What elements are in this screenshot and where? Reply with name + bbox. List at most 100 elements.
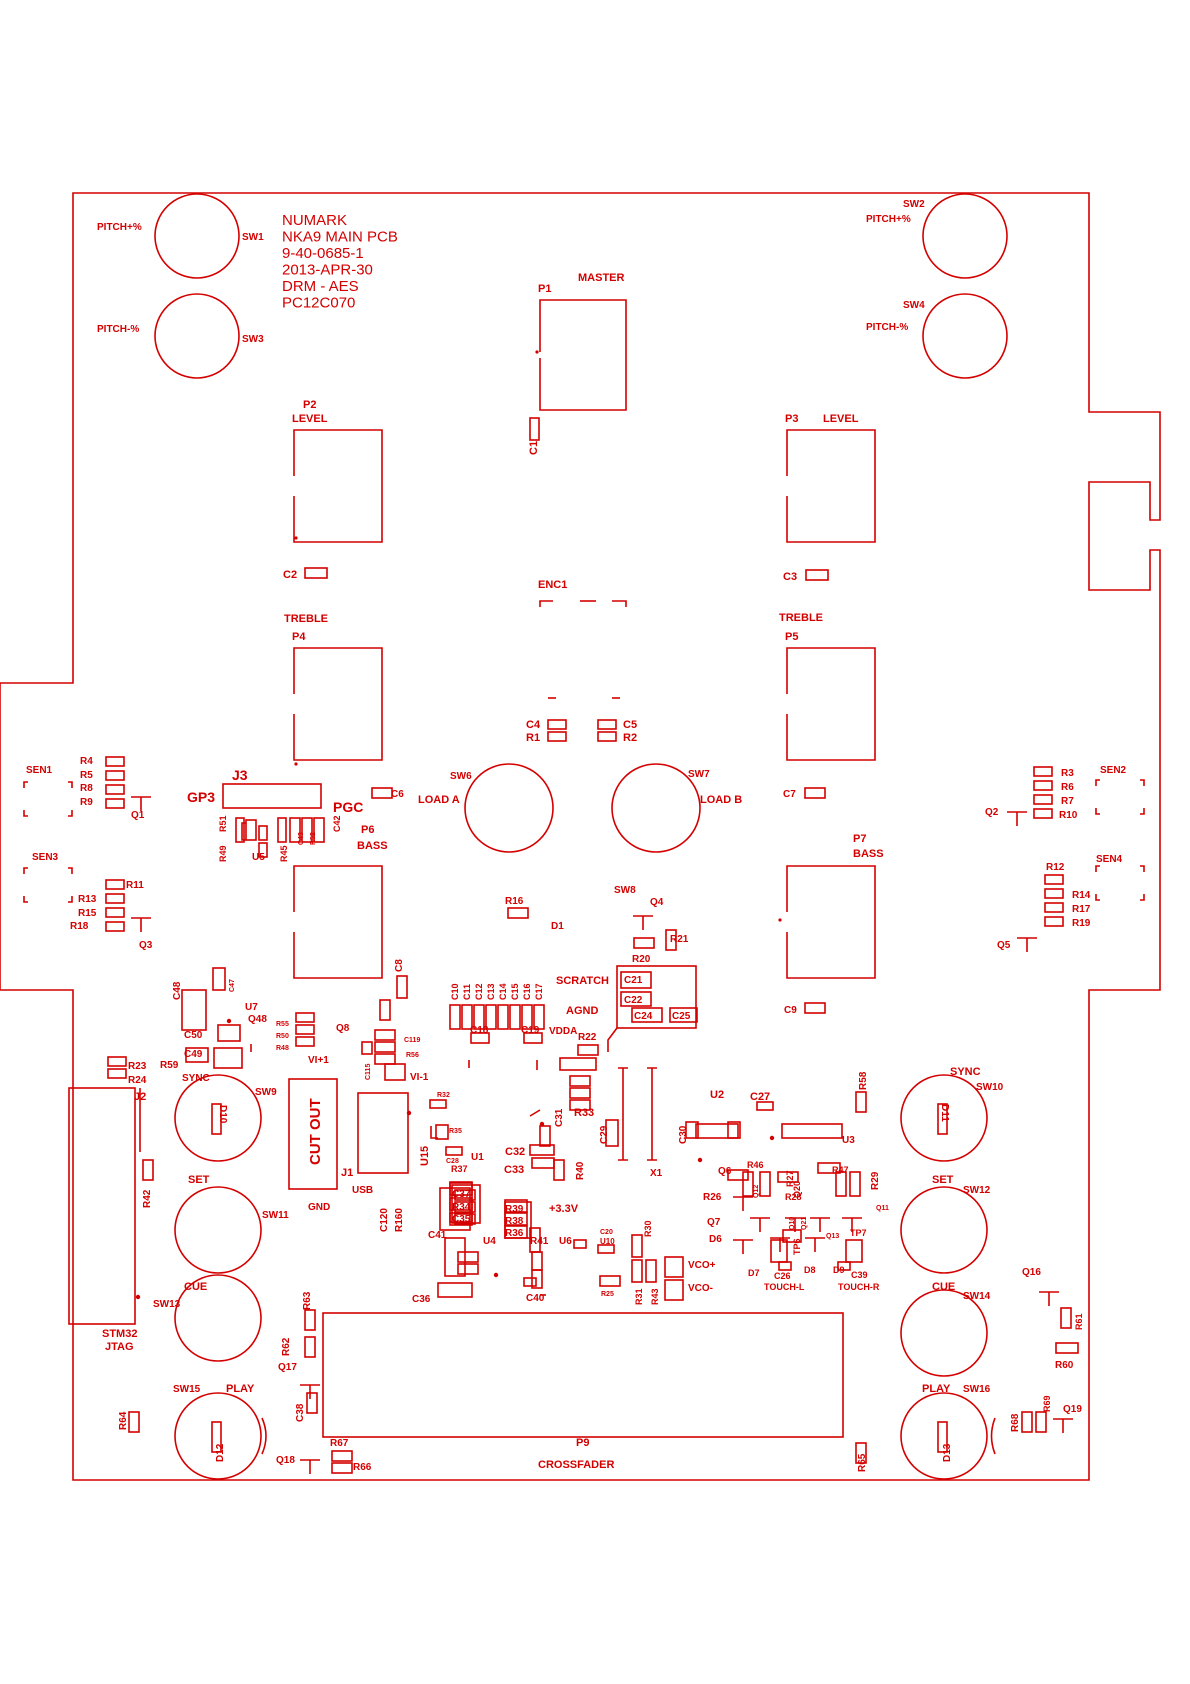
label-q5: Q5: [997, 940, 1011, 951]
label-r42: R42: [142, 1189, 153, 1208]
component-pad: [631, 1259, 643, 1283]
label-r47: R47: [832, 1165, 849, 1175]
component-pad: [849, 1171, 861, 1197]
c41-pad: [444, 1237, 466, 1277]
label-j3: J3: [232, 767, 248, 783]
component-pad: [855, 1091, 867, 1113]
label-r8: R8: [80, 783, 93, 794]
label-r35: R35: [449, 1128, 462, 1135]
component-pad: [105, 756, 125, 767]
title-line: NKA9 MAIN PCB: [282, 229, 398, 246]
component-pad: [531, 1269, 543, 1289]
component-pad: [449, 1212, 473, 1226]
c25-pad: [669, 1007, 698, 1023]
label-q18: Q18: [276, 1455, 295, 1466]
c21-pad: [620, 971, 652, 989]
label-c24: C24: [634, 1011, 653, 1022]
label-r6: R6: [1061, 782, 1074, 793]
label-sw7: SW7: [688, 769, 710, 780]
component-pad: [213, 1047, 243, 1069]
pot-outline: [293, 647, 383, 761]
component-pad: [1044, 916, 1064, 927]
component-pad: [105, 921, 125, 932]
label-tp6: TP6: [792, 1238, 802, 1255]
label-r10: R10: [1059, 810, 1078, 821]
label-c5: C5: [623, 719, 637, 731]
transistor-tee: [805, 1237, 825, 1252]
sw11-circle: [174, 1186, 262, 1274]
label-r64: R64: [118, 1411, 129, 1430]
label-u7: U7: [245, 1002, 258, 1013]
label-load-a: LOAD A: [418, 794, 460, 806]
component-pad: [105, 893, 125, 904]
jtag-header: [68, 1087, 136, 1325]
label-c50: C50: [184, 1030, 203, 1041]
component-pad: [1044, 874, 1064, 885]
label-c19: C19: [521, 1025, 540, 1036]
u2-chip: [695, 1123, 739, 1139]
label-u10: U10: [600, 1237, 615, 1246]
component-pad: [605, 1119, 619, 1147]
sensor-bracket: [23, 781, 28, 788]
label-r37: R37: [451, 1164, 468, 1174]
component-pad: [569, 1099, 591, 1111]
component-pad: [1033, 808, 1053, 819]
component-pad: [181, 989, 207, 1031]
misc-mark: [468, 1060, 541, 1117]
component-pad: [295, 1036, 315, 1047]
label-touch-l: TOUCH-L: [764, 1282, 805, 1292]
component-pad: [1033, 780, 1053, 791]
transistor-tee: [842, 1217, 862, 1232]
label-level: LEVEL: [292, 413, 328, 425]
component-pad: [547, 719, 567, 730]
sw14-circle: [900, 1289, 988, 1377]
label-u2: U2: [710, 1089, 724, 1101]
label-sen2: SEN2: [1100, 765, 1127, 776]
component-pad: [509, 1004, 521, 1030]
label-sw9: SW9: [255, 1087, 277, 1098]
component-pad: [142, 1159, 154, 1181]
label-c38: C38: [295, 1403, 306, 1422]
transistor-tee: [131, 796, 151, 811]
component-pad: [777, 1171, 799, 1183]
label-pitch-plus: PITCH+%: [866, 214, 911, 225]
label-r50: R50: [276, 1033, 289, 1040]
sensor-bracket: [68, 781, 73, 788]
label-sen1: SEN1: [26, 765, 53, 776]
label-q3: Q3: [139, 940, 153, 951]
label-c11: C11: [462, 984, 472, 1000]
label-c12: C12: [474, 983, 484, 1000]
label-vdda: VDDA: [549, 1026, 577, 1037]
label-sync: SYNC: [950, 1066, 981, 1078]
component-pad: [599, 1275, 621, 1287]
label-c41: C41: [428, 1230, 447, 1241]
label-r59: R59: [160, 1060, 179, 1071]
u5-pad: [245, 819, 257, 841]
component-pad: [645, 1259, 657, 1283]
label-c4: C4: [526, 719, 541, 731]
label-jtag: JTAG: [105, 1341, 134, 1353]
label-r19: R19: [1072, 918, 1091, 929]
component-pad: [507, 907, 529, 919]
label-q17: Q17: [278, 1362, 297, 1373]
label-q6: Q6: [718, 1166, 732, 1177]
sw15-circle: [174, 1392, 262, 1480]
label-sw15: SW15: [173, 1384, 201, 1395]
label-agnd: AGND: [566, 1005, 598, 1017]
label-pgc: PGC: [333, 799, 363, 815]
label-d8: D8: [804, 1265, 816, 1275]
label-stm32: STM32: [102, 1328, 137, 1340]
component-pad: [521, 1004, 533, 1030]
component-pad: [531, 1251, 543, 1271]
pin1-dot: [226, 1018, 232, 1024]
pin1-dot: [539, 1121, 545, 1127]
label-c10: C10: [450, 983, 460, 1000]
label-r28: R28: [785, 1192, 802, 1202]
transistor-tee: [733, 1196, 753, 1211]
pot-outline: [293, 429, 383, 543]
sw4-circle: [922, 293, 1008, 379]
component-pad: [128, 1411, 140, 1433]
component-pad: [664, 1256, 684, 1278]
label-sw8: SW8: [614, 885, 636, 896]
component-pad: [533, 1004, 545, 1030]
